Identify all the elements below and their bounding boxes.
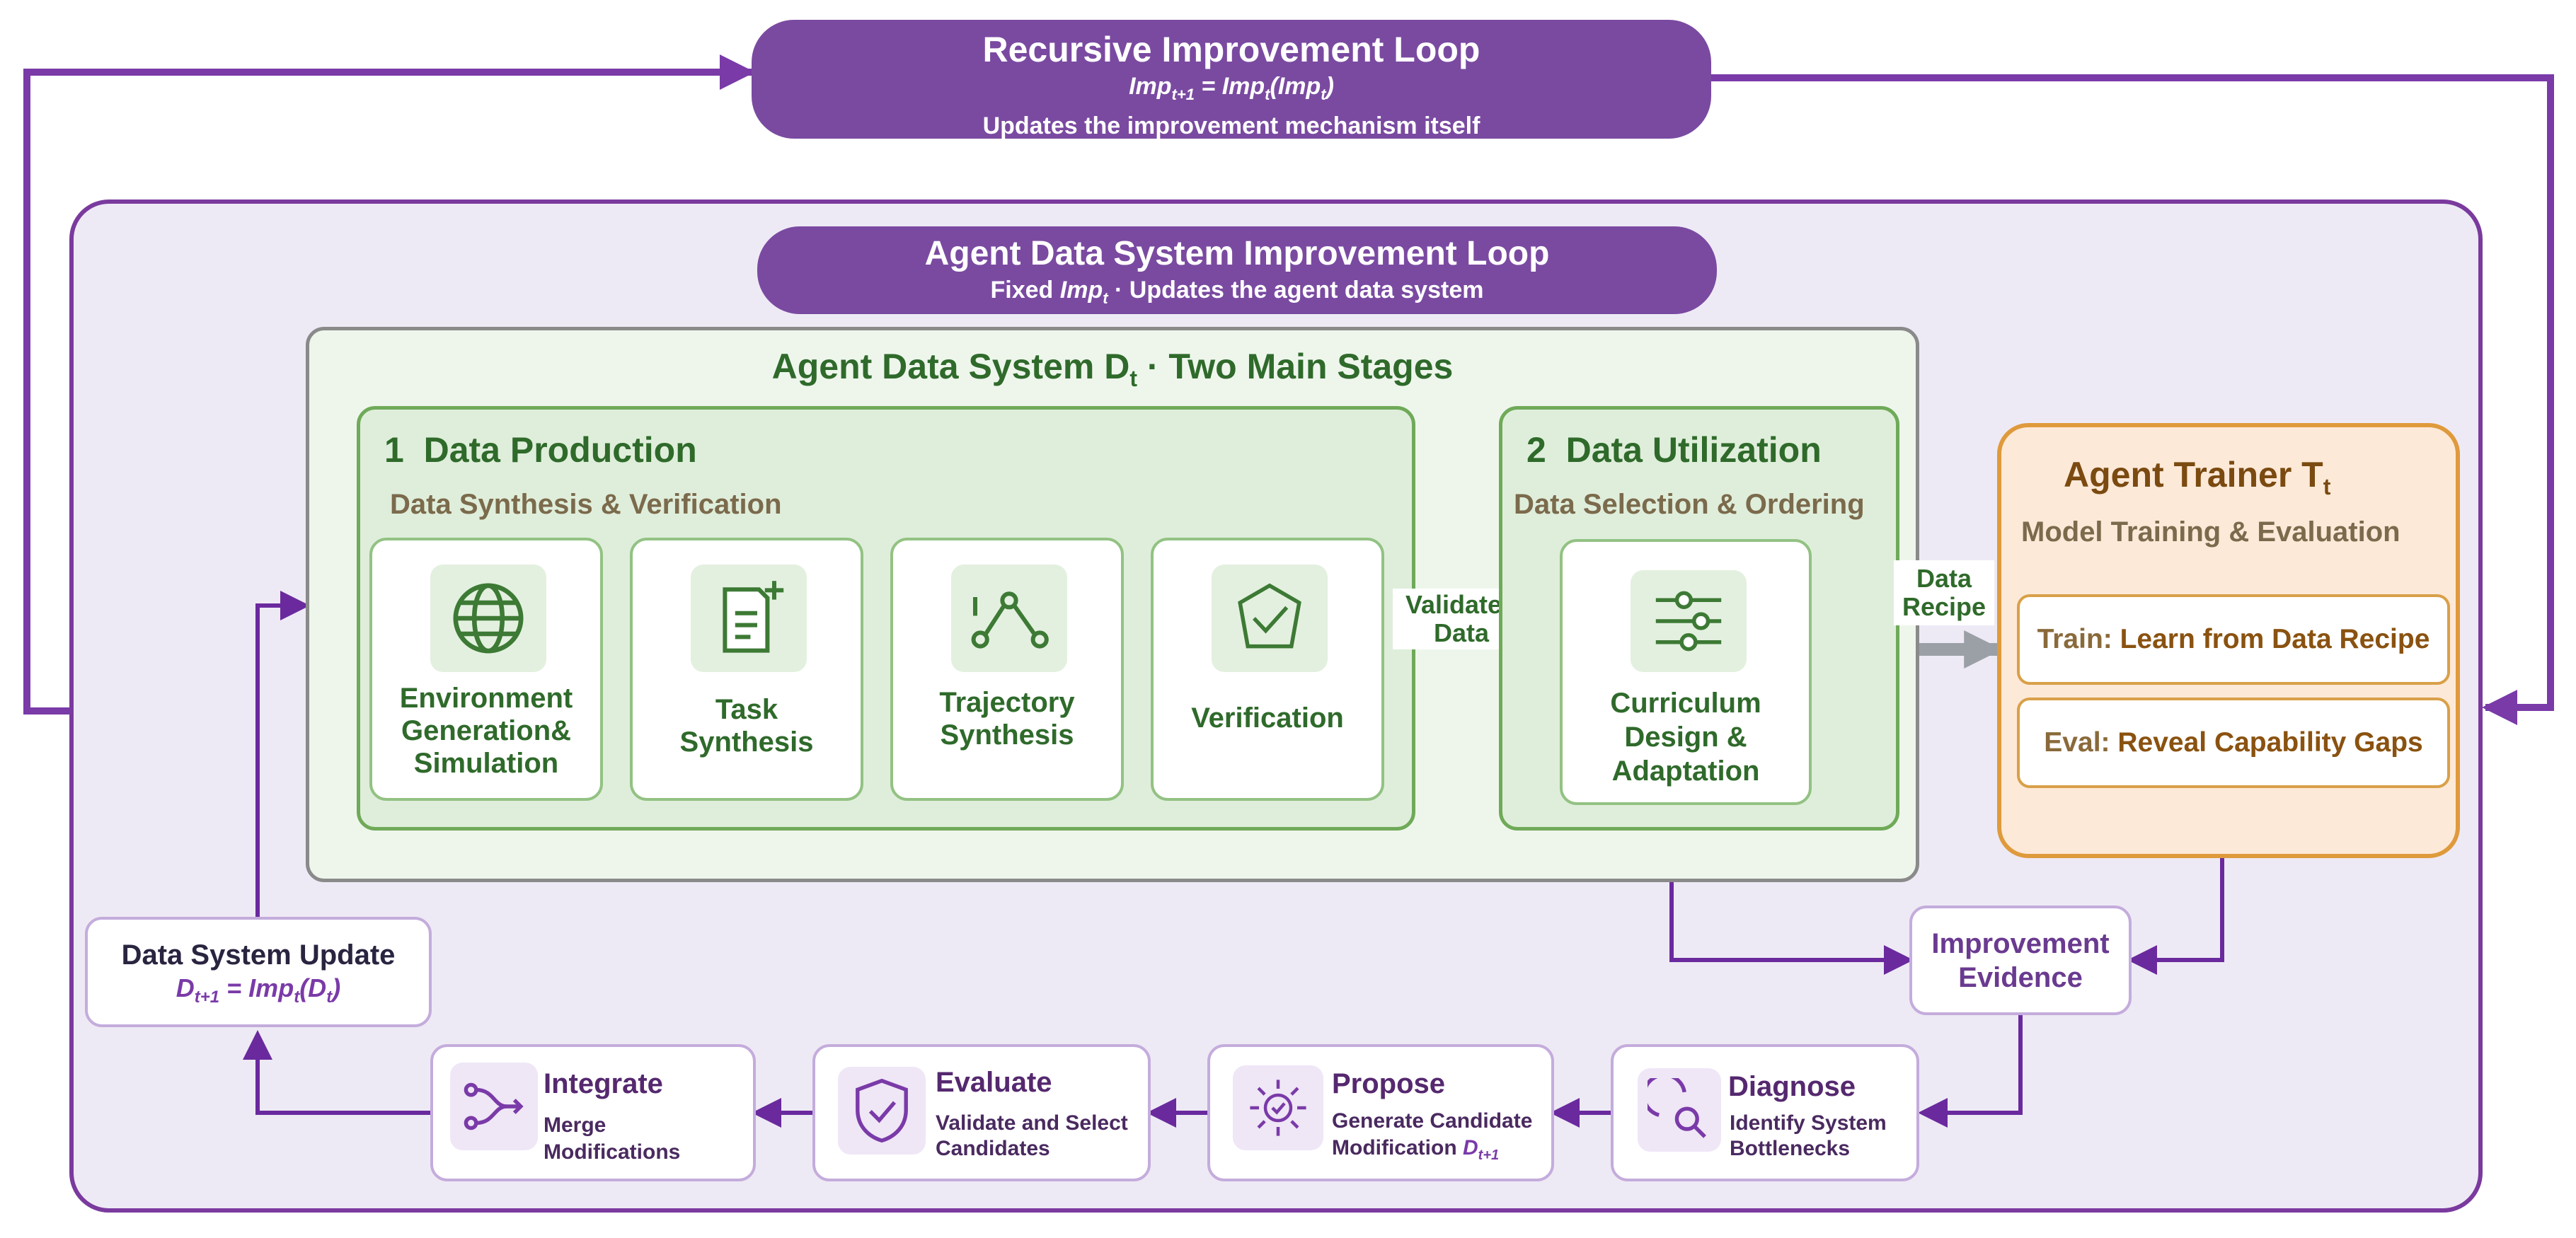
stage1-heading: 1 Data Production [384,430,697,470]
globe-icon [430,565,546,672]
evidence-to-diagnose-arrow [1918,1015,2023,1128]
recursive-loop-formula: Impt+1 = Impt(Impt) [1129,73,1334,103]
agent-loop-banner: Agent Data System Improvement Loop Fixed… [757,226,1717,314]
card-environment-label: Environment Generation& Simulation [399,683,573,779]
improvement-evidence-box: Improvement Evidence [1909,906,2132,1015]
recursive-loop-subtitle: Updates the improvement mechanism itself [982,112,1480,139]
update-to-system-arrow [255,591,310,917]
integrate-to-update-arrow [243,1030,430,1115]
card-trajectory-label: Trajectory Synthesis [939,687,1075,751]
merge-icon [450,1063,538,1150]
recursive-loop-banner: Recursive Improvement Loop Impt+1 = Impt… [752,20,1711,139]
trainer-to-evidence-arrow [2127,858,2224,975]
step-evaluate: Evaluate Validate and Select Candidates [812,1044,1151,1181]
sliders-icon [1631,570,1747,672]
trajectory-icon [951,565,1067,672]
update-title: Data System Update [121,939,396,971]
stage2-heading: 2 Data Utilization [1526,430,1822,470]
trainer-eval-box: Eval: Reveal Capability Gaps [2017,698,2450,788]
card-curriculum-label: Curriculum Design & Adaptation [1610,688,1761,787]
document-plus-icon [691,565,807,672]
step-integrate: Integrate Merge Modifications [430,1044,756,1181]
step-propose-title: Propose [1332,1068,1446,1099]
stage1-subtitle: Data Synthesis & Verification [390,489,782,520]
update-formula: Dt+1 = Impt(Dt) [176,973,341,1007]
stage2-subtitle: Data Selection & Ordering [1514,489,1865,520]
card-trajectory-synthesis: Trajectory Synthesis [890,538,1124,801]
step-evaluate-title: Evaluate [936,1067,1052,1098]
trainer-title: Agent Trainer Tt [2064,455,2331,499]
step-integrate-title: Integrate [544,1068,663,1099]
system-to-evidence-arrow [1669,882,1914,975]
data-recipe-label: Data Recipe [1894,560,1994,625]
step-diagnose-desc: Identify System Bottlenecks [1730,1111,1887,1160]
step-propose-desc: Generate Candidate Modification Dt+1 [1332,1109,1533,1163]
data-system-title: Agent Data System Dt · Two Main Stages [771,347,1454,391]
step-diagnose-title: Diagnose [1728,1071,1856,1102]
data-system-update-box: Data System Update Dt+1 = Impt(Dt) [85,917,432,1027]
step-diagnose: Diagnose Identify System Bottlenecks [1611,1044,1919,1181]
step-evaluate-desc: Validate and Select Candidates [936,1111,1128,1160]
agent-loop-title: Agent Data System Improvement Loop [924,235,1550,272]
recursive-loop-arrow-right [1711,74,2554,725]
card-curriculum-design: Curriculum Design & Adaptation [1560,539,1812,805]
sun-gear-icon [1233,1065,1323,1150]
verified-shield-icon [1212,565,1328,672]
card-task-label: Task Synthesis [679,694,814,758]
recursive-loop-title: Recursive Improvement Loop [982,30,1480,69]
step-propose: Propose Generate Candidate Modification … [1207,1044,1554,1181]
card-environment-generation: Environment Generation& Simulation [369,538,603,801]
card-task-synthesis: Task Synthesis [630,538,863,801]
recursive-loop-arrow-left [23,54,755,715]
diagnose-icon [1638,1068,1721,1152]
shield-check-icon [838,1067,926,1155]
trainer-subtitle: Model Training & Evaluation [2021,516,2400,548]
agent-trainer-box: Agent Trainer Tt Model Training & Evalua… [1997,423,2460,858]
step-integrate-desc: Merge Modifications [544,1113,681,1164]
card-verification-label: Verification [1191,702,1344,734]
trainer-train-box: Train: Learn from Data Recipe [2017,594,2450,685]
card-verification: Verification [1151,538,1384,801]
agent-loop-subtitle: Fixed Impt · Updates the agent data syst… [990,277,1484,307]
